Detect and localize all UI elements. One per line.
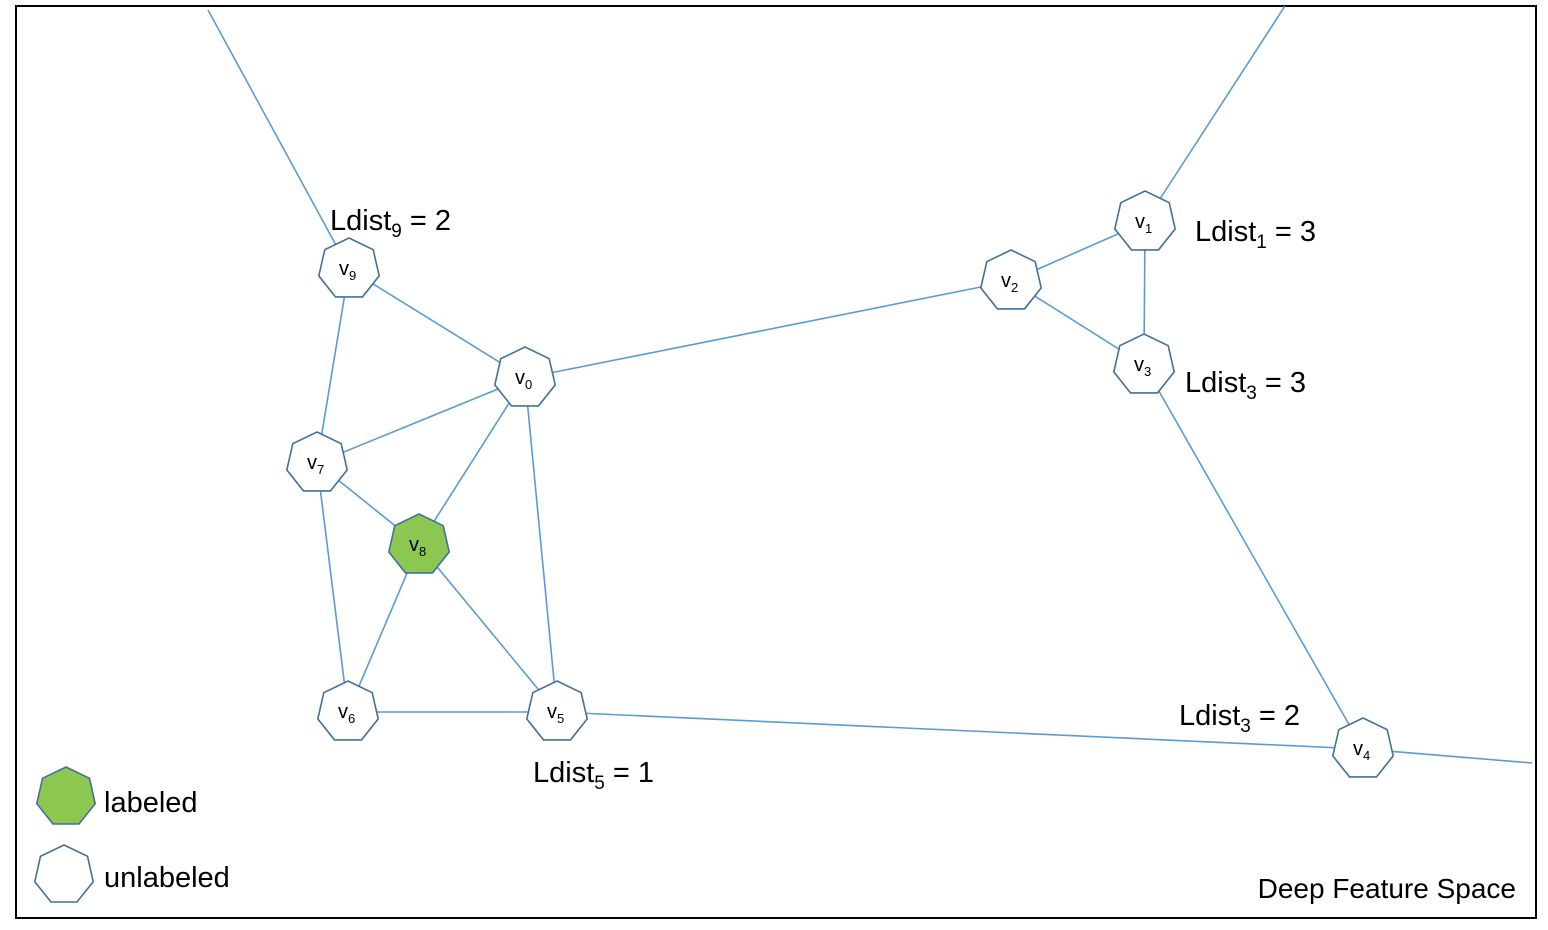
annotation-ldist5: Ldist5 = 1 [533, 757, 654, 794]
node-shape-v8 [387, 513, 451, 574]
diagram-caption: Deep Feature Space [1258, 873, 1516, 904]
frame-border [15, 5, 1537, 919]
edge-v9-outward [207, 9, 350, 270]
node-shape-v3 [1112, 333, 1176, 394]
annotation-ldist3a: Ldist3 = 3 [1185, 367, 1306, 404]
node-shape-v1 [1113, 190, 1177, 251]
annotation-ldist9: Ldist9 = 2 [330, 205, 451, 242]
edge-v8-v5 [418, 544, 558, 713]
distance-annotations: Ldist9 = 2 Ldist1 = 3 Ldist3 = 3 Ldist3 = 2… [330, 205, 1316, 794]
node-v7: v7 [285, 431, 349, 492]
node-v5: v5 [525, 680, 589, 741]
node-v6: v6 [316, 680, 380, 741]
edge-v7-v0 [316, 377, 526, 464]
edge-v9-v0 [348, 268, 526, 379]
edge-v5-v4 [556, 711, 1364, 750]
node-v0: v0 [493, 346, 557, 407]
node-v4: v4 [1331, 717, 1395, 778]
edges [207, 5, 1533, 764]
edge-v9-v7 [316, 268, 350, 464]
node-shape-v5 [525, 680, 589, 741]
node-v1: v1 [1113, 190, 1177, 251]
node-shape-v9 [317, 237, 381, 298]
node-shape-v2 [979, 249, 1043, 310]
legend: labeled unlabeled [33, 766, 230, 903]
annotation-ldist1: Ldist1 = 3 [1195, 216, 1316, 253]
annotation-ldist3b: Ldist3 = 2 [1179, 700, 1300, 737]
node-v9: v9 [317, 237, 381, 298]
legend-unlabeled-label: unlabeled [104, 862, 230, 894]
edge-v1-outward [1144, 5, 1286, 223]
edge-v0-v8 [418, 377, 526, 546]
node-shape-v6 [316, 680, 380, 741]
node-shape-v7 [285, 431, 349, 492]
edge-v0-v5 [524, 377, 558, 713]
node-v8: v8 [387, 513, 451, 574]
node-v3: v3 [1112, 333, 1176, 394]
node-shape-v0 [493, 346, 557, 407]
nodes: v0 v1 v2 v3 v4 v5 v6 v7 v8 v9 [285, 190, 1395, 778]
legend-labeled-icon [35, 766, 97, 825]
edge-v3-v4 [1143, 364, 1364, 750]
edge-v7-v6 [316, 462, 349, 713]
edge-v0-v2 [524, 280, 1012, 379]
legend-labeled-label: labeled [104, 787, 198, 819]
legend-unlabeled-icon [33, 844, 95, 903]
node-shape-v4 [1331, 717, 1395, 778]
node-v2: v2 [979, 249, 1043, 310]
